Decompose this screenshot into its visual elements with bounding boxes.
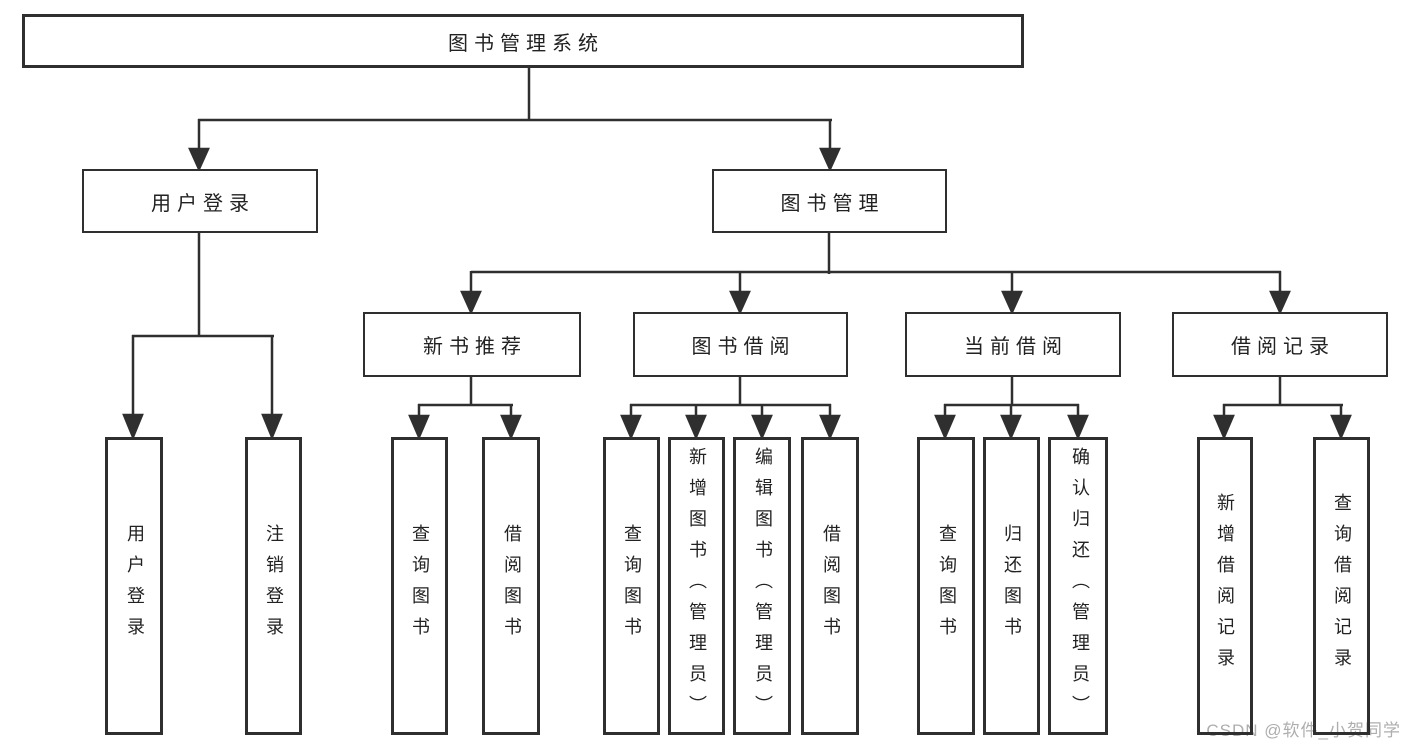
arrowhead-icon — [685, 414, 707, 441]
arrowhead-icon — [188, 147, 210, 173]
arrowhead-icon — [408, 414, 430, 441]
node-book-borrowing: 图书借阅 — [633, 312, 848, 377]
leaf-user-login: 用户登录 — [105, 437, 163, 735]
node-root-library-system: 图书管理系统 — [22, 14, 1024, 68]
node-new-book-recommend: 新书推荐 — [363, 312, 581, 377]
arrowhead-icon — [934, 414, 956, 441]
arrowhead-icon — [1001, 290, 1023, 316]
leaf-logout: 注销登录 — [245, 437, 302, 735]
arrowhead-icon — [1067, 414, 1089, 441]
leaf-return-books: 归还图书 — [983, 437, 1040, 735]
csdn-watermark: CSDN @软件_小贺同学 — [1206, 721, 1401, 740]
leaf-add-books-admin: 新增图书（管理员） — [668, 437, 725, 735]
arrowhead-icon — [1269, 290, 1291, 316]
edges-borrow-records-to-leaves — [1213, 376, 1352, 441]
arrowhead-icon — [460, 290, 482, 316]
node-book-management: 图书管理 — [712, 169, 947, 233]
edges-book-borrow-to-leaves — [620, 376, 841, 441]
edges-book-mgmt-to-level3 — [460, 233, 1291, 316]
leaf-query-books-current: 查询图书 — [917, 437, 975, 735]
leaf-query-books-recommend: 查询图书 — [391, 437, 448, 735]
arrowhead-icon — [620, 414, 642, 441]
edges-new-book-rec-to-leaves — [408, 376, 522, 441]
leaf-borrow-books-recommend: 借阅图书 — [482, 437, 540, 735]
arrowhead-icon — [751, 414, 773, 441]
arrowhead-icon — [1330, 414, 1352, 441]
arrowhead-icon — [1000, 414, 1022, 441]
arrowhead-icon — [819, 147, 841, 173]
edges-root-to-level2 — [188, 68, 841, 173]
edges-current-borrow-to-leaves — [934, 376, 1089, 441]
node-borrow-records: 借阅记录 — [1172, 312, 1388, 377]
leaf-add-borrow-record: 新增借阅记录 — [1197, 437, 1253, 735]
leaf-query-borrow-record: 查询借阅记录 — [1313, 437, 1370, 735]
leaf-borrow-books: 借阅图书 — [801, 437, 859, 735]
arrowhead-icon — [1213, 414, 1235, 441]
arrowhead-icon — [122, 413, 144, 441]
arrowhead-icon — [729, 290, 751, 316]
node-user-login: 用户登录 — [82, 169, 318, 233]
arrowhead-icon — [261, 413, 283, 441]
edges-user-login-to-leaves — [122, 233, 283, 441]
leaf-query-books-borrowing: 查询图书 — [603, 437, 660, 735]
arrowhead-icon — [500, 414, 522, 441]
arrowhead-icon — [819, 414, 841, 441]
leaf-confirm-return-admin: 确认归还（管理员） — [1048, 437, 1108, 735]
node-current-borrowing: 当前借阅 — [905, 312, 1121, 377]
leaf-edit-books-admin: 编辑图书（管理员） — [733, 437, 791, 735]
